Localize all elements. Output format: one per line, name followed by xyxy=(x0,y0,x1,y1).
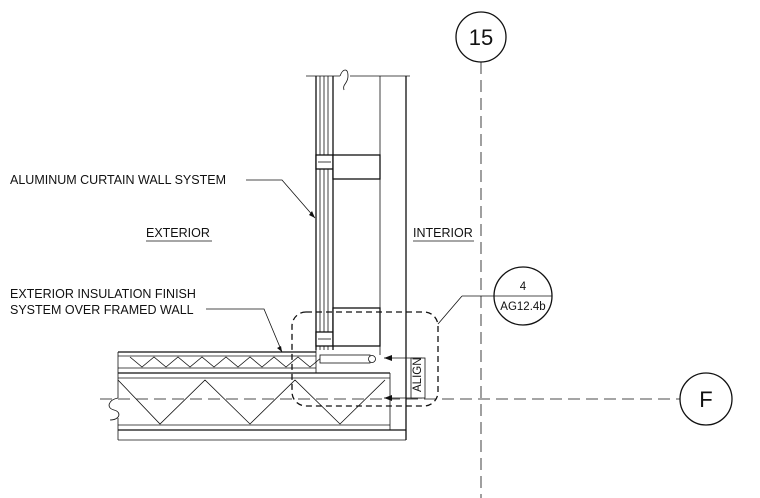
enlarged-detail-boundary xyxy=(291,295,494,407)
detail-callout: 4 AG12.4b xyxy=(493,266,553,326)
exterior-label: EXTERIOR xyxy=(146,226,210,240)
grid-bubble-f-label: F xyxy=(699,387,712,412)
exterior-label-group: EXTERIOR xyxy=(146,226,212,242)
detail-sheet: AG12.4b xyxy=(500,301,545,313)
grid-lines xyxy=(100,62,680,498)
curtain-wall xyxy=(306,69,410,440)
grid-bubble-15-label: 15 xyxy=(469,25,493,50)
interior-label-group: INTERIOR xyxy=(413,226,474,242)
grid-bubble-15: 15 xyxy=(455,11,507,63)
detail-number: 4 xyxy=(520,281,527,293)
eifs-label-line2: SYSTEM OVER FRAMED WALL xyxy=(10,303,194,317)
interior-label: INTERIOR xyxy=(413,226,473,240)
align-label: ALIGN xyxy=(412,357,424,392)
eifs-framed-wall xyxy=(108,350,406,441)
grid-bubble-f: F xyxy=(679,372,733,426)
leaders xyxy=(206,179,316,353)
curtain-wall-label: ALUMINUM CURTAIN WALL SYSTEM xyxy=(10,173,226,187)
eifs-label-line1: EXTERIOR INSULATION FINISH xyxy=(10,287,196,301)
align-annotation: ALIGN xyxy=(384,355,426,401)
